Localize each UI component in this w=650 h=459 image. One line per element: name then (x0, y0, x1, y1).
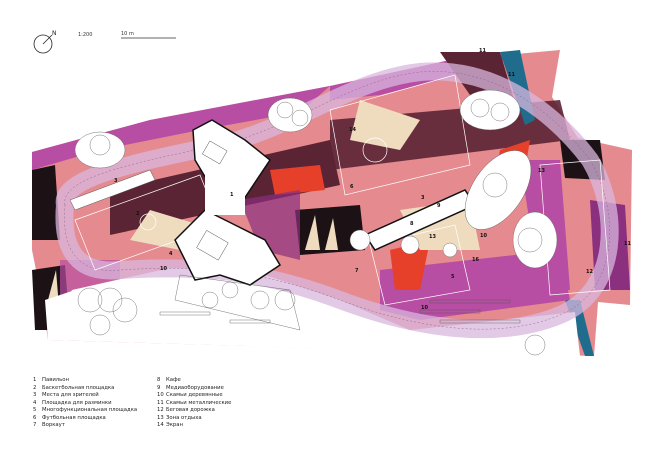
plan-labels: 11 11 14 1 2 3 6 3 9 8 13 10 16 13 11 12… (114, 48, 631, 311)
pavilion-building (174, 119, 282, 286)
plan-label: 13 (538, 168, 545, 174)
plan-label: 3 (114, 178, 118, 184)
plan-label: 6 (350, 184, 354, 190)
plan-label: 13 (429, 234, 436, 240)
plan-label: 11 (508, 72, 515, 78)
plan-label: 16 (472, 257, 479, 263)
plan-label: 10 (160, 266, 167, 272)
park-lawn-right (45, 290, 75, 340)
plan-label: 9 (437, 203, 441, 209)
plan-label: 11 (624, 241, 631, 247)
plan-label: 10 (480, 233, 487, 239)
scalebar-label: 10 m (121, 31, 134, 37)
plan-label: 8 (410, 221, 414, 227)
benches (159, 274, 521, 331)
plan-label: 14 (349, 127, 356, 133)
north-label: N (52, 30, 57, 37)
plan-label: 12 (586, 269, 593, 275)
plan-label: 5 (451, 274, 455, 280)
spectator-stands-left (69, 169, 156, 211)
football-field (329, 74, 471, 196)
plan-label: 2 (136, 211, 140, 217)
plan-label: 3 (421, 195, 425, 201)
north-arrow-icon: N (33, 30, 57, 54)
tree-areas (74, 89, 558, 269)
plan-label: 11 (479, 48, 486, 54)
plan-label: 10 (421, 305, 428, 311)
plan-label: 4 (169, 251, 173, 257)
scale-text: 1:200 (78, 32, 93, 38)
plan-label: 7 (355, 268, 359, 274)
plan-label: 1 (230, 192, 234, 198)
trees (77, 98, 546, 356)
